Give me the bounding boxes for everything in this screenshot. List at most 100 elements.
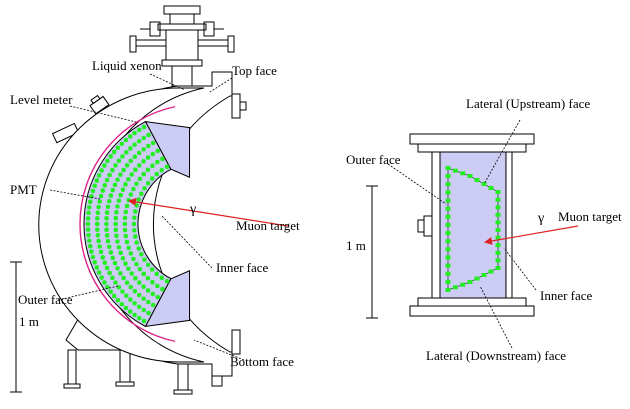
- pmt-dot: [126, 266, 131, 271]
- pmt-dot: [128, 251, 134, 256]
- pmt-dot: [495, 258, 501, 263]
- pmt-dot: [141, 296, 146, 301]
- pmt-dot: [104, 216, 109, 221]
- pmt-dot: [118, 192, 123, 198]
- pmt-dot: [445, 271, 451, 276]
- pmt-dot: [495, 243, 501, 248]
- label-scale-right: 1 m: [346, 238, 366, 253]
- pmt-dot: [116, 158, 122, 164]
- right-gamma-arrow: [484, 225, 579, 245]
- pmt-dot: [100, 255, 105, 260]
- pmt-dot: [86, 232, 91, 238]
- pmt-dot: [123, 209, 128, 215]
- pmt-dot: [445, 222, 451, 227]
- pmt-dot: [445, 166, 451, 170]
- pmt-dot: [481, 273, 487, 277]
- pmt-dot: [131, 221, 137, 227]
- pmt-dot: [124, 203, 130, 209]
- top-face-region: [144, 120, 191, 179]
- pmt-dot: [85, 221, 91, 227]
- pmt-dot: [137, 280, 142, 285]
- label-scale-left: 1 m: [19, 314, 39, 329]
- pmt-dot: [96, 238, 101, 244]
- pmt-dot: [146, 143, 151, 149]
- pmt-dot: [113, 227, 119, 233]
- pmt-dot: [105, 238, 111, 244]
- pmt-dot: [136, 197, 141, 202]
- pmt-dot: [116, 245, 122, 250]
- pmt-dot: [89, 249, 94, 254]
- pmt-dot: [132, 312, 137, 318]
- pmt-dot: [146, 299, 151, 305]
- pmt-dot: [118, 271, 123, 276]
- pmt-dot: [150, 280, 155, 285]
- pmt-dot: [137, 163, 142, 168]
- pmt-dot: [495, 212, 501, 217]
- pmt-dot: [115, 177, 120, 182]
- pmt-dot: [495, 235, 501, 240]
- pmt-dot: [115, 145, 121, 151]
- label-inner-face-left: Inner face: [216, 260, 269, 275]
- pmt-dot: [132, 130, 137, 136]
- pmt-dot: [460, 171, 466, 176]
- pmt-dot: [129, 271, 134, 276]
- pmt-dot: [159, 168, 164, 173]
- left-gamma-arrow: [128, 197, 289, 227]
- pmt-dot: [155, 148, 160, 154]
- pmt-dot: [141, 159, 146, 164]
- pmt-dot: [122, 221, 127, 227]
- pmt-dot: [124, 239, 130, 245]
- label-bottom-face: Bottom face: [230, 354, 294, 369]
- pmt-dot: [123, 182, 128, 187]
- pmt-dot: [110, 167, 115, 173]
- pmt-dot: [104, 210, 110, 215]
- pmt-dot: [104, 265, 110, 271]
- pmt-dot: [141, 284, 146, 289]
- pmt-dot: [105, 204, 111, 210]
- pmt-dot: [155, 159, 160, 165]
- pmt-dot: [128, 297, 133, 302]
- pmt-dot: [96, 173, 102, 178]
- label-outer-face-left: Outer face: [18, 292, 73, 307]
- pmt-dot: [495, 197, 501, 202]
- pmt-dot: [133, 276, 138, 281]
- pmt-dot: [107, 270, 112, 276]
- pmt-dot: [495, 190, 501, 194]
- pmt-dot: [124, 150, 129, 155]
- pmt-dot: [108, 289, 113, 294]
- pmt-dot: [132, 154, 138, 160]
- pmt-dot: [136, 150, 142, 156]
- pmt-dot: [107, 244, 112, 250]
- pmt-dot: [107, 172, 112, 178]
- pmt-dot: [154, 271, 159, 277]
- pmt-dot: [145, 155, 151, 160]
- pmt-dot: [112, 149, 117, 155]
- pmt-dot: [495, 266, 501, 270]
- pmt-dot: [90, 254, 96, 260]
- pmt-dot: [110, 275, 115, 281]
- pmt-dot: [123, 261, 128, 266]
- pmt-dot: [474, 178, 480, 182]
- pmt-dot: [460, 282, 466, 287]
- pmt-dot: [110, 187, 115, 193]
- pmt-dot: [128, 284, 134, 290]
- pmt-dot: [131, 186, 136, 192]
- pmt-dot: [100, 188, 105, 193]
- pmt-dot: [123, 137, 129, 143]
- pmt-dot: [137, 176, 143, 182]
- label-lateral-downstream: Lateral (Downstream) face: [426, 348, 566, 363]
- pmt-dot: [113, 280, 118, 285]
- pmt-dot: [113, 221, 118, 227]
- pmt-dot: [96, 270, 102, 275]
- pmt-dot: [94, 178, 99, 183]
- pmt-dot: [110, 255, 115, 261]
- pmt-dot: [136, 304, 142, 310]
- label-muon-target-left: Muon target: [236, 218, 300, 233]
- pmt-dot: [115, 204, 120, 209]
- pmt-dot: [96, 204, 101, 210]
- pmt-dot: [141, 307, 146, 313]
- pmt-dot: [112, 182, 118, 188]
- pmt-dot: [108, 154, 113, 159]
- pmt-dot: [132, 288, 138, 294]
